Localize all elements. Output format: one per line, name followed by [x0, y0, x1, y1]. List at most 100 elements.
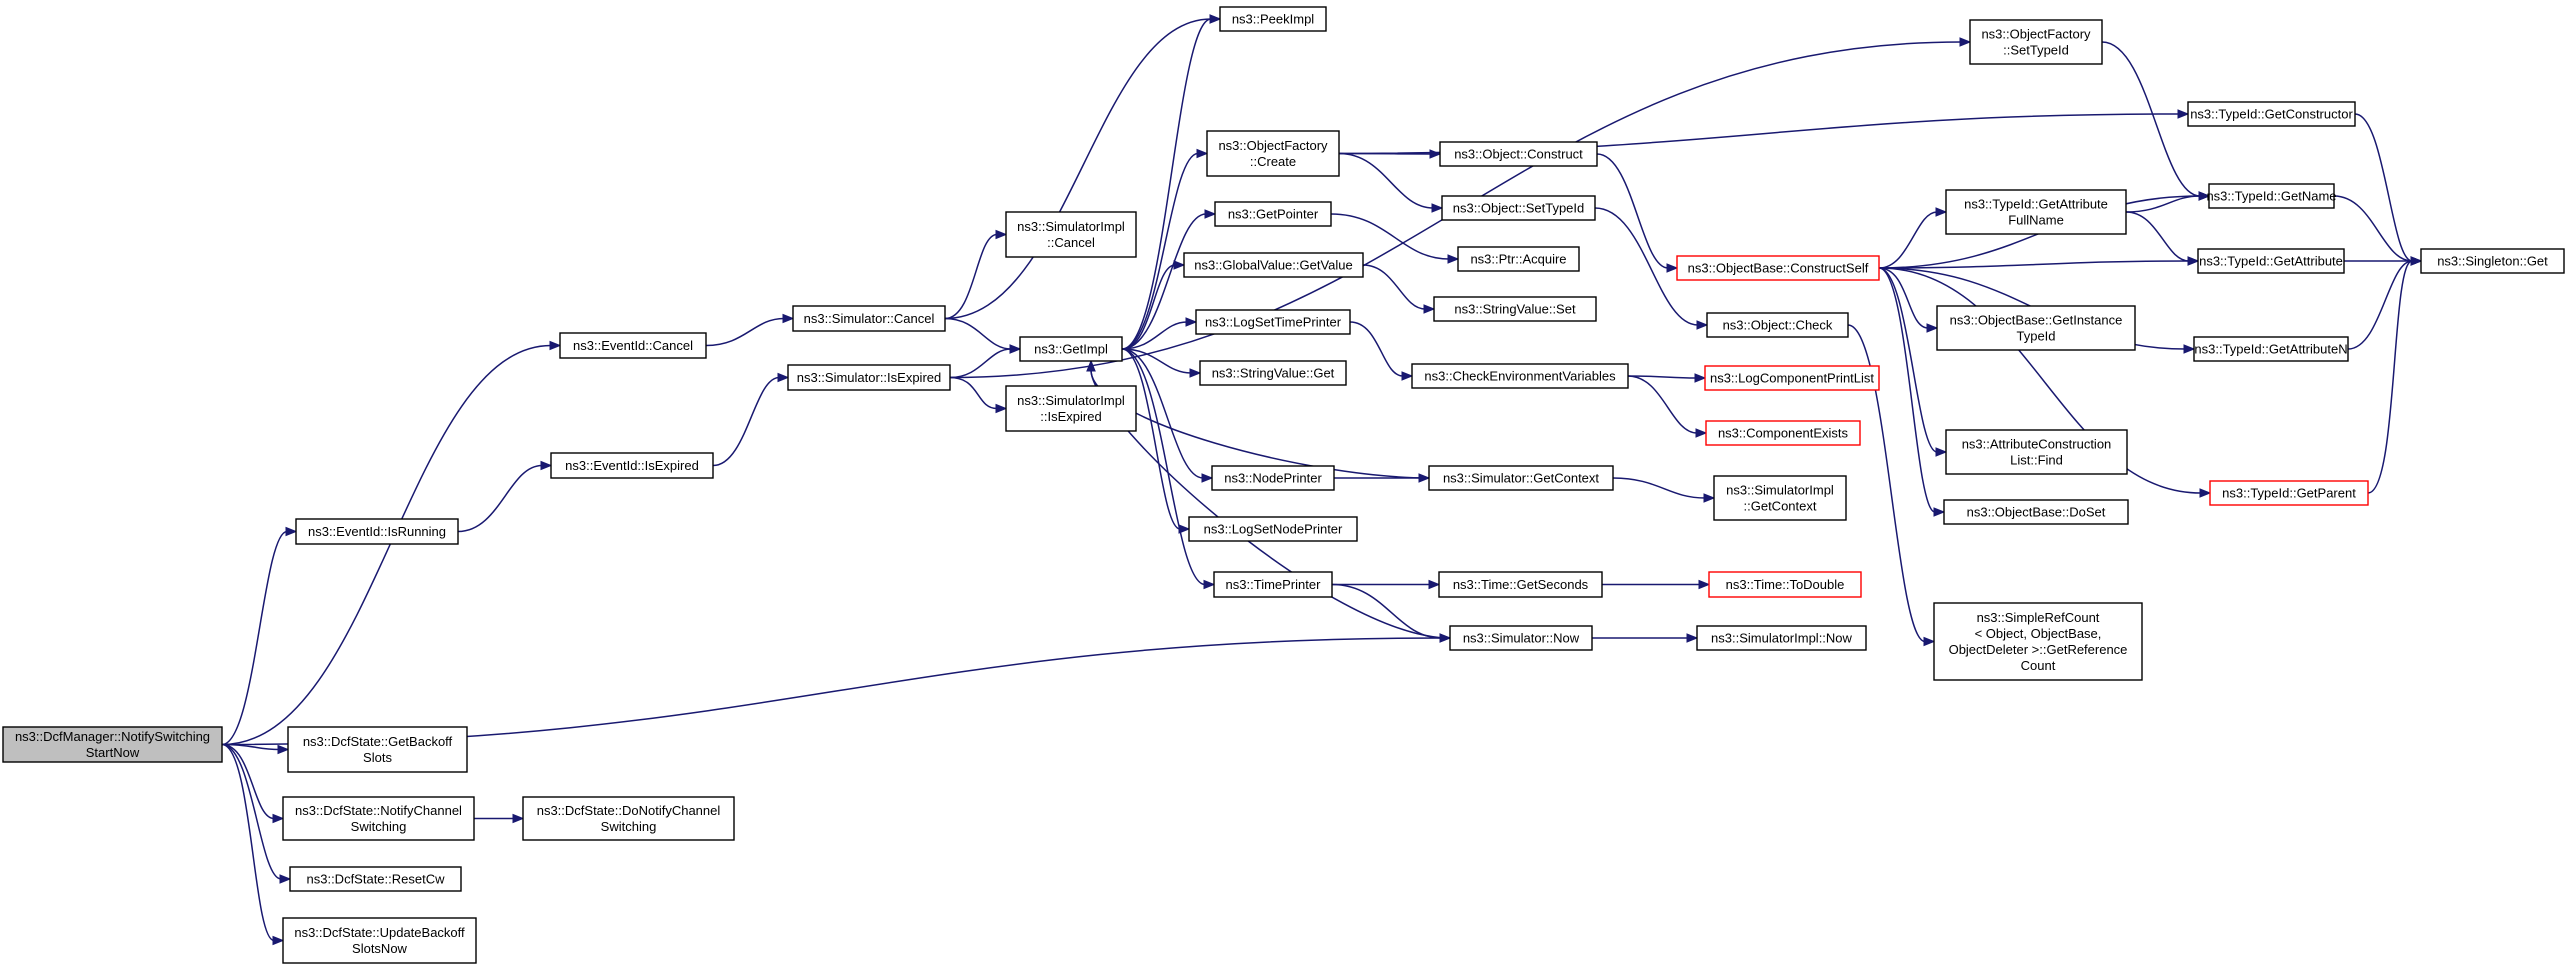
node-eid-cancel[interactable]: ns3::EventId::Cancel: [559, 332, 707, 359]
node-time-getseconds[interactable]: ns3::Time::GetSeconds: [1438, 571, 1603, 598]
node-label: ns3::DcfState::ResetCw: [307, 872, 446, 887]
node-label: ns3::ObjectFactory: [1981, 27, 2091, 42]
node-eid-isrunning[interactable]: ns3::EventId::IsRunning: [295, 518, 459, 545]
node-sim-now[interactable]: ns3::Simulator::Now: [1449, 625, 1593, 651]
node-getpointer[interactable]: ns3::GetPointer: [1214, 201, 1332, 227]
node-checkenv[interactable]: ns3::CheckEnvironmentVariables: [1411, 363, 1629, 389]
edge-line: [1121, 348, 1206, 586]
node-stringvalue-set[interactable]: ns3::StringValue::Set: [1433, 296, 1597, 322]
node-label: ns3::DcfState::UpdateBackoff: [294, 925, 465, 940]
node-simimpl-now[interactable]: ns3::SimulatorImpl::Now: [1696, 625, 1867, 651]
edge-sim-cancel-to-peekimpl: [944, 14, 1222, 320]
node-label: ns3::TypeId::GetName: [2206, 189, 2336, 204]
node-peekimpl[interactable]: ns3::PeekImpl: [1219, 6, 1327, 32]
edge-typeid-getname-to-singleton-get: [2333, 195, 2423, 266]
node-gv-getvalue[interactable]: ns3::GlobalValue::GetValue: [1183, 252, 1364, 278]
edge-line: [949, 348, 1012, 379]
node-label: List::Find: [2010, 453, 2063, 468]
edge-typeid-getattributen-to-singleton-get: [2347, 256, 2423, 350]
node-box: [1441, 195, 1596, 221]
edge-obj-settypeid-to-obj-check: [1594, 207, 1709, 330]
node-box: [1706, 312, 1849, 338]
node-objfactory-create[interactable]: ns3::ObjectFactory::Create: [1206, 130, 1340, 177]
edge-line: [944, 317, 1012, 350]
node-label: ns3::TypeId::GetAttributeN: [2194, 342, 2347, 357]
node-objbase-constructself[interactable]: ns3::ObjectBase::ConstructSelf: [1676, 255, 1880, 281]
arrowhead-icon: [1189, 368, 1202, 378]
node-obj-check[interactable]: ns3::Object::Check: [1706, 312, 1849, 338]
node-typeid-getconstructor[interactable]: ns3::TypeId::GetConstructor: [2187, 101, 2356, 127]
arrowhead-icon: [1173, 260, 1186, 270]
node-label: ns3::GetImpl: [1034, 342, 1108, 357]
node-time-todouble[interactable]: ns3::Time::ToDouble: [1708, 571, 1862, 598]
node-logsetnodeprinter[interactable]: ns3::LogSetNodePrinter: [1188, 516, 1358, 542]
node-label: StartNow: [86, 745, 140, 760]
node-componentexists[interactable]: ns3::ComponentExists: [1705, 420, 1861, 446]
edge-getimpl-to-objfactory-create: [1121, 148, 1209, 350]
node-box: [1199, 360, 1347, 386]
edge-line: [1627, 375, 1697, 379]
node-obj-settypeid[interactable]: ns3::Object::SetTypeId: [1441, 195, 1596, 221]
node-timeprinter[interactable]: ns3::TimePrinter: [1213, 571, 1333, 598]
node-box: [1019, 336, 1123, 362]
node-objfactory-settypeid[interactable]: ns3::ObjectFactory::SetTypeId: [1969, 19, 2103, 65]
node-box: [289, 866, 462, 892]
node-stringvalue-get[interactable]: ns3::StringValue::Get: [1199, 360, 1347, 386]
node-singleton-get[interactable]: ns3::Singleton::Get: [2420, 248, 2565, 274]
node-sim-isexpired[interactable]: ns3::Simulator::IsExpired: [787, 364, 951, 391]
node-label: ::IsExpired: [1040, 409, 1101, 424]
node-label: ns3::SimpleRefCount: [1977, 610, 2100, 625]
node-simimpl-cancel[interactable]: ns3::SimulatorImpl::Cancel: [1005, 211, 1137, 258]
edge-eid-cancel-to-sim-cancel: [705, 313, 795, 347]
node-label: ObjectDeleter >::GetReference: [1949, 642, 2128, 657]
node-typeid-getattribute[interactable]: ns3::TypeId::GetAttribute: [2197, 248, 2345, 274]
node-eid-isexpired[interactable]: ns3::EventId::IsExpired: [550, 452, 714, 479]
edge-checkenv-to-componentexists: [1627, 375, 1708, 438]
edge-line: [221, 743, 280, 751]
edge-eid-isexpired-to-sim-isexpired: [712, 372, 790, 467]
node-sim-cancel[interactable]: ns3::Simulator::Cancel: [792, 305, 946, 332]
node-simimpl-getcontext[interactable]: ns3::SimulatorImpl::GetContext: [1713, 475, 1847, 521]
edge-sim-getcontext-to-simimpl-getcontext: [1612, 477, 1716, 503]
node-box: [1713, 475, 1847, 521]
arrowhead-icon: [1418, 473, 1431, 483]
node-label: ns3::TypeId::GetAttribute: [2199, 254, 2343, 269]
node-simplerefcount[interactable]: ns3::SimpleRefCount< Object, ObjectBase,…: [1933, 602, 2143, 681]
arrowhead-icon: [1439, 633, 1452, 643]
arrowhead-icon: [1696, 320, 1709, 330]
node-logcompprintlist[interactable]: ns3::LogComponentPrintList: [1704, 365, 1880, 391]
node-typeid-getattributen[interactable]: ns3::TypeId::GetAttributeN: [2193, 336, 2349, 362]
node-typeid-getname[interactable]: ns3::TypeId::GetName: [2206, 183, 2337, 209]
edge-line: [944, 18, 1212, 320]
node-simimpl-isexpired[interactable]: ns3::SimulatorImpl::IsExpired: [1005, 385, 1137, 432]
node-typeid-getparent[interactable]: ns3::TypeId::GetParent: [2209, 480, 2369, 506]
node-box: [1005, 211, 1137, 258]
edge-obj-construct-to-objbase-constructself: [1596, 153, 1679, 273]
node-getimpl[interactable]: ns3::GetImpl: [1019, 336, 1123, 362]
node-box: [522, 796, 735, 841]
node-box: [1411, 363, 1629, 389]
node-label: ns3::ObjectFactory: [1218, 138, 1328, 153]
node-label: ns3::ObjectBase::DoSet: [1967, 505, 2106, 520]
node-sim-getcontext[interactable]: ns3::Simulator::GetContext: [1428, 465, 1614, 491]
arrowhead-icon: [1666, 263, 1679, 273]
node-label: ns3::StringValue::Get: [1212, 366, 1335, 381]
edge-obj-check-to-simplerefcount: [1847, 324, 1936, 647]
node-logsettimeprinter[interactable]: ns3::LogSetTimePrinter: [1195, 309, 1351, 335]
node-nodeprinter[interactable]: ns3::NodePrinter: [1211, 465, 1335, 491]
node-resetcw[interactable]: ns3::DcfState::ResetCw: [289, 866, 462, 892]
node-label: ns3::SimulatorImpl: [1017, 393, 1125, 408]
node-obj-construct[interactable]: ns3::Object::Construct: [1439, 141, 1598, 167]
node-label: Slots: [363, 750, 392, 765]
node-ptr-acquire[interactable]: ns3::Ptr::Acquire: [1457, 246, 1580, 272]
node-objbase-doset[interactable]: ns3::ObjectBase::DoSet: [1943, 499, 2129, 525]
edge-line: [1878, 260, 2190, 269]
